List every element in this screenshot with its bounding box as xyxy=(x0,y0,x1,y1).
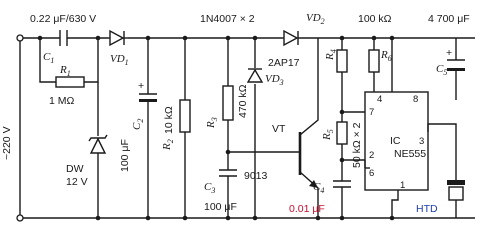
buzzer-htd xyxy=(447,180,465,201)
rectifier-note-label: 1N4007 × 2 xyxy=(200,13,255,25)
r5-ref-label: R5 xyxy=(321,129,335,141)
pin-1-label: 1 xyxy=(400,180,405,191)
r3-ref-label: R3 xyxy=(205,117,219,129)
resistor-r2 xyxy=(179,99,191,133)
vt-part-label: 9013 xyxy=(244,170,268,182)
c5-ref-label: C5 xyxy=(436,63,447,77)
c2-value-label: 100 μF xyxy=(119,139,131,172)
ic-part-label: NE555 xyxy=(394,148,426,160)
mains-voltage-label: ~220 V xyxy=(1,126,13,160)
diode-vd1 xyxy=(108,29,128,47)
transistor-vt xyxy=(278,132,318,188)
pin-6-label: 6 xyxy=(369,168,374,179)
vd2-ref-label: VD2 xyxy=(306,12,325,26)
resistor-r1 xyxy=(55,76,85,88)
r6-value-label: 100 kΩ xyxy=(358,13,392,25)
ic-ne555 xyxy=(364,91,429,191)
capacitor-c1 xyxy=(59,30,68,46)
c3-value-label: 100 μF xyxy=(204,201,237,213)
capacitor-c4 xyxy=(333,180,351,188)
r6-ref-label: R6 xyxy=(380,49,392,63)
c2-ref-label: C2 xyxy=(131,119,145,130)
ic-ref-label: IC xyxy=(390,135,401,147)
resistor-r4 xyxy=(336,49,348,73)
htd-ref-label: HTD xyxy=(416,203,438,215)
wiring xyxy=(19,37,475,219)
r2-value-label: 10 kΩ xyxy=(163,106,175,134)
resistor-r3 xyxy=(222,85,234,121)
pin-3-label: 3 xyxy=(419,136,424,147)
capacitor-c5 xyxy=(447,59,465,71)
c5-value-label: 4 700 μF xyxy=(428,13,470,25)
labels: 0.22 μF/630 V C1 VD1 R1 1 MΩ ~220 V DW 1… xyxy=(1,12,470,215)
r3-value-label: 470 kΩ xyxy=(237,84,249,118)
vt-ref-label: VT xyxy=(272,123,286,135)
c4-ref-label: C4 xyxy=(313,181,324,195)
diode-vd3 xyxy=(246,68,264,83)
dw-ref-label: DW xyxy=(66,163,84,175)
junction-dots xyxy=(37,35,395,221)
resistor-r6 xyxy=(368,49,380,73)
c4-value-label: 0.01 μF xyxy=(289,203,325,215)
capacitor-c3 xyxy=(219,169,237,177)
c2-plus-label: + xyxy=(138,80,144,92)
c5-plus-label: + xyxy=(446,47,452,59)
r4-ref-label: R4 xyxy=(324,49,338,61)
pin-7-label: 7 xyxy=(369,107,374,118)
c1-ref-label: C1 xyxy=(43,51,54,65)
r1-ref-label: R1 xyxy=(59,64,71,78)
vd3-part-label: 2AP17 xyxy=(268,57,300,69)
diode-vd2 xyxy=(282,29,300,47)
vd1-ref-label: VD1 xyxy=(110,53,129,67)
pin-2-label: 2 xyxy=(369,150,374,161)
resistor-r5 xyxy=(336,121,348,145)
r45-value-label: 50 kΩ × 2 xyxy=(351,122,363,168)
r1-value-label: 1 MΩ xyxy=(49,95,75,107)
pin-4-label: 4 xyxy=(377,94,382,105)
capacitor-c2 xyxy=(139,93,157,102)
c1-value-label: 0.22 μF/630 V xyxy=(30,13,96,25)
pin-8-label: 8 xyxy=(413,94,418,105)
mains-terminals xyxy=(16,34,24,222)
r2-ref-label: R2 xyxy=(161,139,175,151)
dw-value-label: 12 V xyxy=(66,176,88,188)
vd3-ref-label: VD3 xyxy=(265,73,284,87)
c3-ref-label: C3 xyxy=(204,181,215,195)
zener-dw xyxy=(88,134,108,154)
